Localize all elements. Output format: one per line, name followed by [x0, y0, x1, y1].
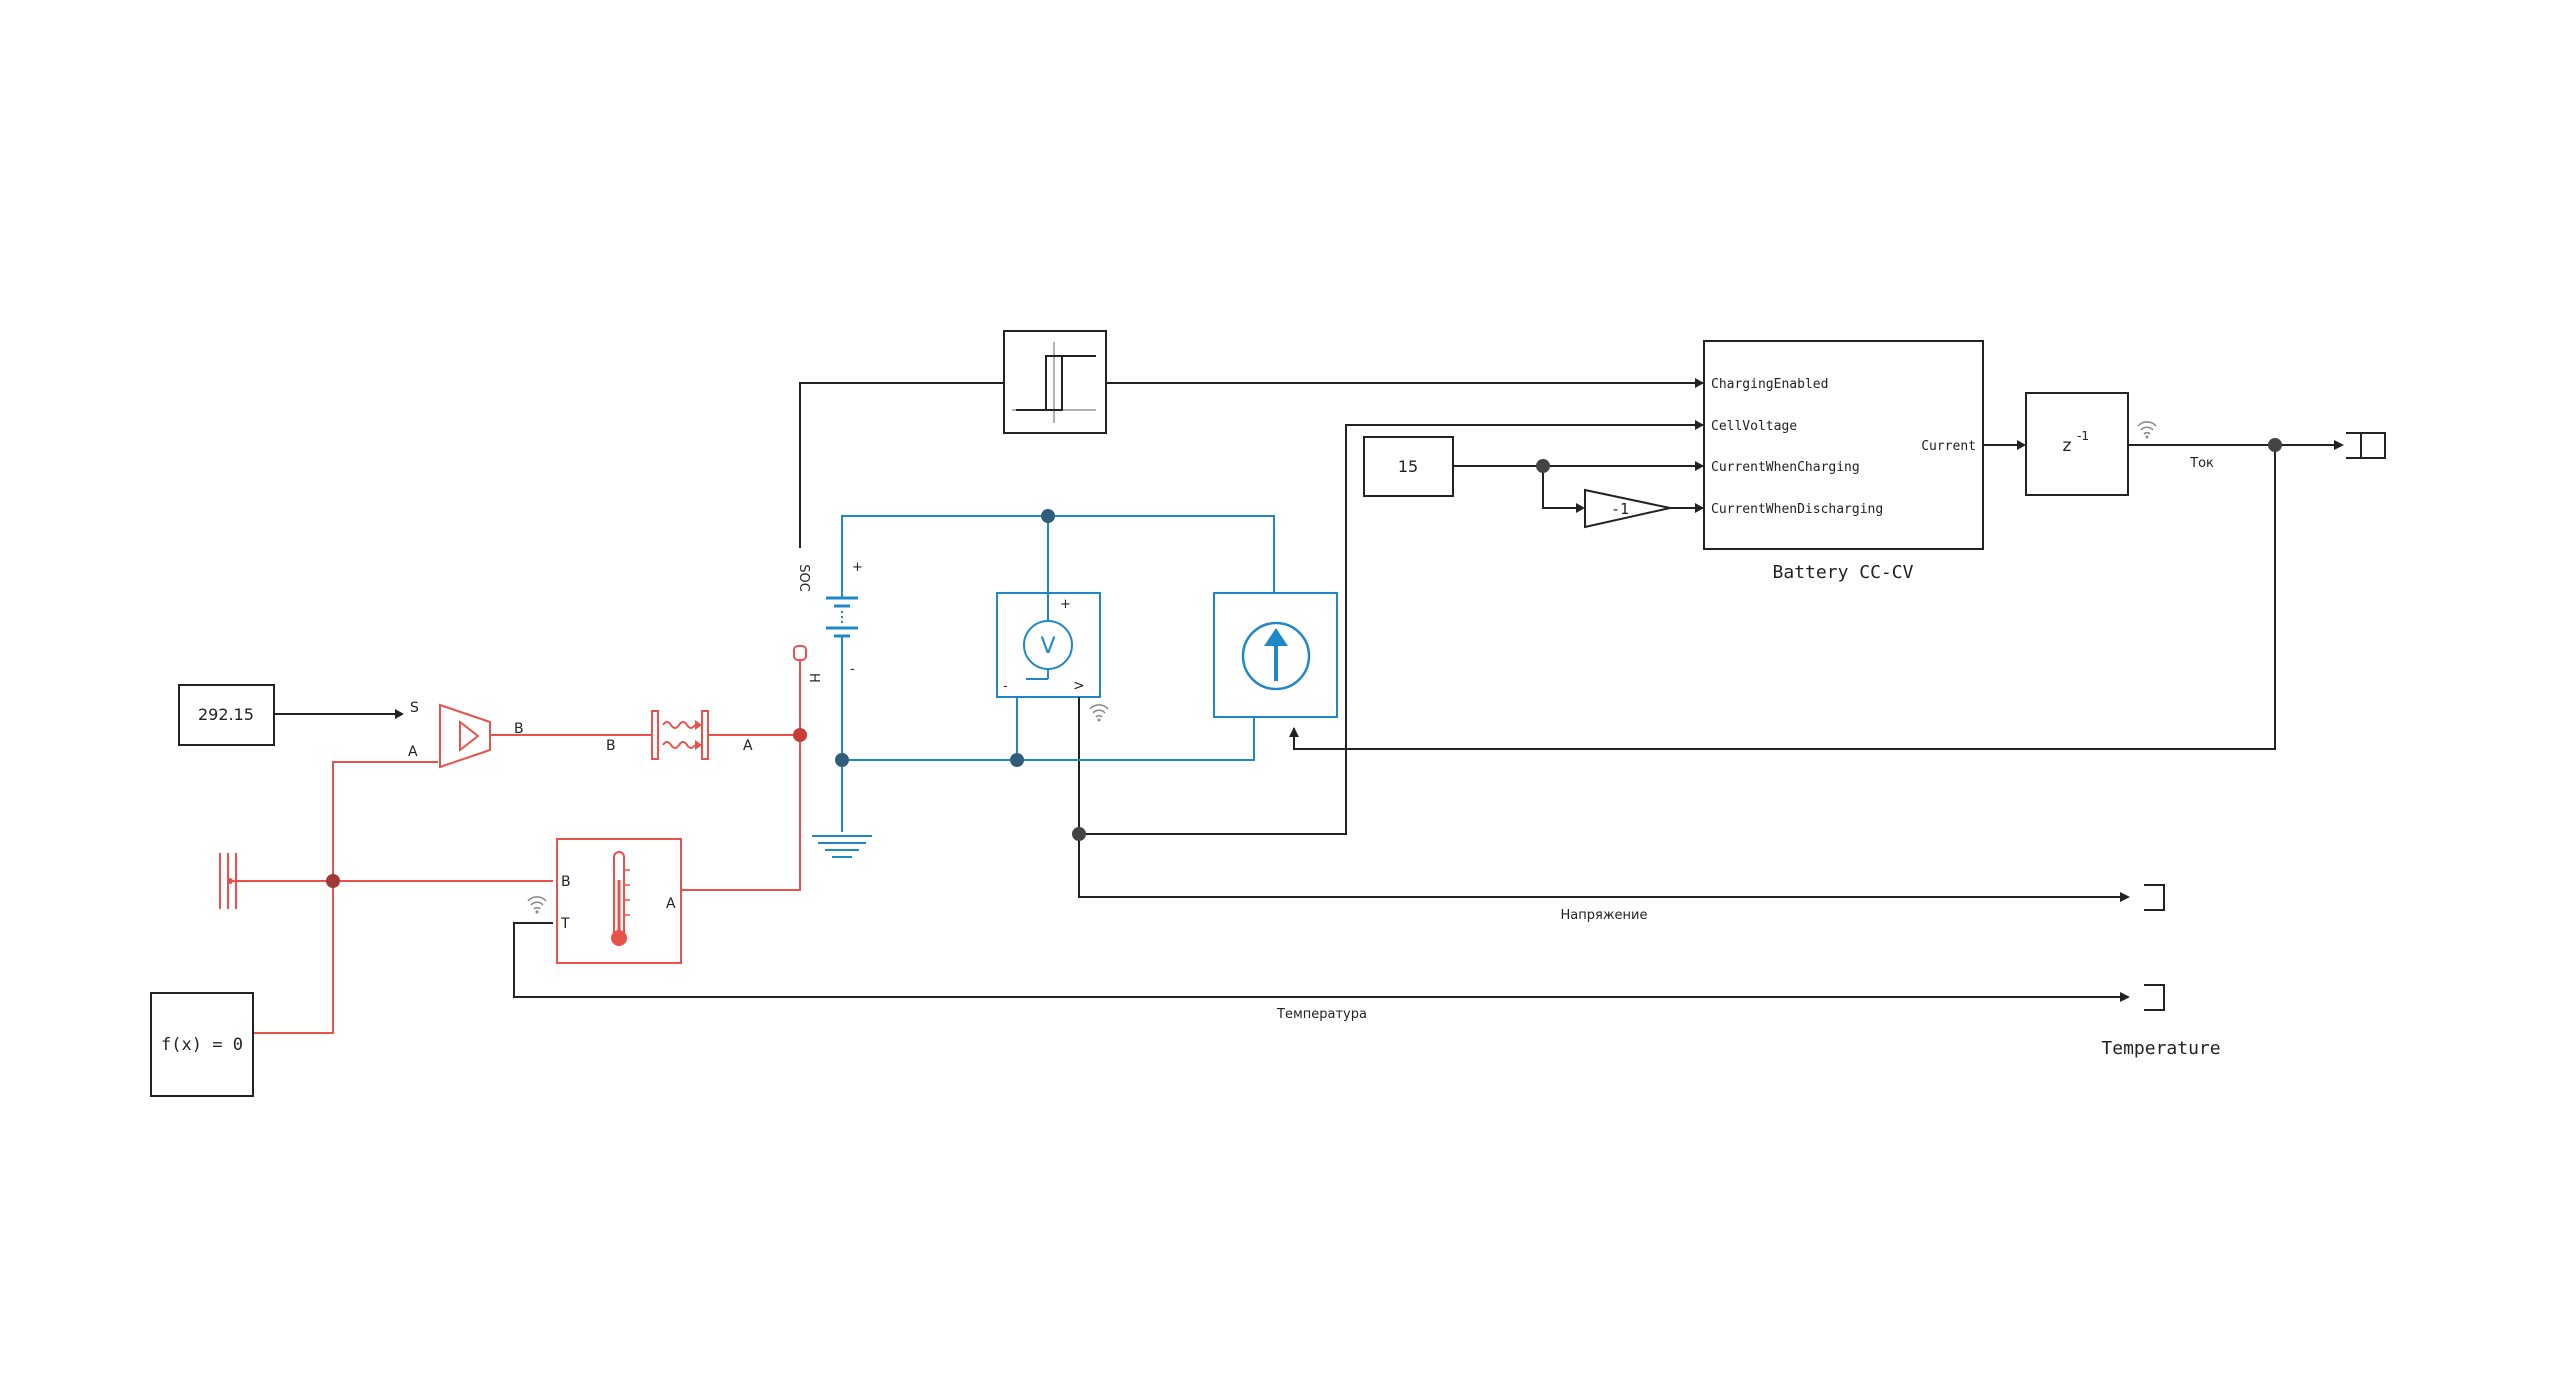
signal-logging-icon[interactable]	[2137, 421, 2157, 439]
temp-source-s-label: S	[410, 700, 419, 716]
temperature-sensor-block[interactable]	[556, 838, 682, 964]
port-current: Current	[1921, 439, 1976, 454]
junction-dot	[326, 874, 340, 888]
gain-input-line[interactable]	[1542, 466, 1576, 509]
electrical-ground[interactable]	[812, 835, 872, 858]
voltmeter-symbol: V	[1040, 634, 1055, 659]
electrical-lines	[841, 515, 1275, 832]
battery-plus-label: +	[852, 560, 863, 575]
battery-soc-label: SOC	[796, 564, 811, 592]
thermal-solver-line[interactable]	[253, 881, 334, 1034]
temp-source-b-label: B	[514, 721, 524, 737]
soc-signal-line[interactable]	[799, 382, 1004, 548]
temperature-outport-caption: Temperature	[2101, 1038, 2220, 1059]
battery-thermal-port[interactable]	[793, 645, 807, 668]
thermal-a-line[interactable]	[332, 761, 438, 881]
thermal-reference[interactable]	[219, 853, 237, 909]
junction-dot	[1072, 827, 1086, 841]
elec-bottom-line[interactable]	[842, 718, 1255, 761]
const-15-value: 15	[1398, 457, 1418, 476]
gain-value: -1	[1611, 500, 1629, 518]
delay-z: z	[2063, 436, 2072, 456]
junction-dot	[1010, 753, 1024, 767]
temperature-signal-label: Температура	[1276, 1007, 1367, 1022]
junctions	[326, 438, 2282, 888]
voltage-sensor-block[interactable]: V	[996, 592, 1101, 698]
relay-hysteresis-icon	[1012, 342, 1096, 423]
battery-minus-label: -	[850, 662, 855, 677]
voltage-signal-label: Напряжение	[1561, 908, 1648, 923]
voltage-logging-icon[interactable]	[1089, 704, 1109, 722]
thermal-h-line[interactable]	[681, 668, 801, 891]
signal-lines	[274, 378, 2344, 1002]
port-cell-voltage: CellVoltage	[1711, 419, 1797, 434]
temperature-signal-line[interactable]	[513, 922, 2120, 998]
unit-delay-block[interactable]: z -1	[2025, 392, 2129, 496]
temperature-source-block[interactable]	[439, 703, 491, 769]
thermal-res-a-label: A	[743, 738, 753, 754]
voltmeter-minus-label: -	[1003, 679, 1008, 694]
thermometer-t-label: T	[560, 916, 570, 932]
battery-controller-block[interactable]: ChargingEnabled CellVoltage CurrentWhenC…	[1703, 340, 1984, 550]
elec-top-line[interactable]	[841, 515, 1275, 592]
thermal-res-b-label: B	[606, 738, 616, 754]
port-current-when-charging: CurrentWhenCharging	[1711, 460, 1860, 475]
temp-source-a-label: A	[408, 744, 418, 760]
outport-current[interactable]	[2346, 432, 2386, 459]
temp-const-value: 292.15	[198, 705, 254, 724]
const-15-block[interactable]: 15	[1363, 436, 1454, 497]
outport-voltage[interactable]	[2144, 884, 2165, 911]
junction-dot	[835, 753, 849, 767]
current-source-block[interactable]	[1213, 592, 1338, 718]
voltage-out-line[interactable]	[1078, 834, 2120, 898]
voltmeter-plus-label: +	[1060, 597, 1071, 612]
cell-voltage-line[interactable]	[1078, 424, 1704, 835]
junction-dot	[1041, 509, 1055, 523]
solver-configuration-block[interactable]: f(x) = 0	[150, 992, 254, 1097]
thermometer-b-label: B	[561, 874, 571, 890]
battery-cell-block[interactable]	[826, 578, 858, 646]
junction-dot	[793, 728, 807, 742]
battery-h-label: H	[806, 673, 821, 683]
temp-const-block[interactable]: 292.15	[178, 684, 275, 746]
temperature-logging-icon[interactable]	[527, 896, 547, 914]
thermal-resistance-block[interactable]	[651, 710, 709, 760]
port-charging-enabled: ChargingEnabled	[1711, 377, 1828, 392]
relay-block[interactable]	[1003, 330, 1107, 434]
delay-exp: -1	[2077, 429, 2089, 443]
port-current-when-discharging: CurrentWhenDischarging	[1711, 502, 1883, 517]
current-signal-label: Ток	[2189, 456, 2214, 471]
thermometer-a-label: A	[666, 896, 676, 912]
outport-temperature[interactable]	[2144, 984, 2165, 1011]
battery-controller-title: Battery CC-CV	[1773, 562, 1914, 583]
thermal-lines	[230, 668, 801, 1034]
junction-dot	[1536, 459, 1550, 473]
solver-label: f(x) = 0	[161, 1035, 243, 1055]
current-feedback-line[interactable]	[1293, 445, 2276, 750]
gain-block[interactable]: -1	[1584, 488, 1671, 529]
junction-dot	[2268, 438, 2282, 452]
voltmeter-out-label: >	[1073, 678, 1085, 694]
